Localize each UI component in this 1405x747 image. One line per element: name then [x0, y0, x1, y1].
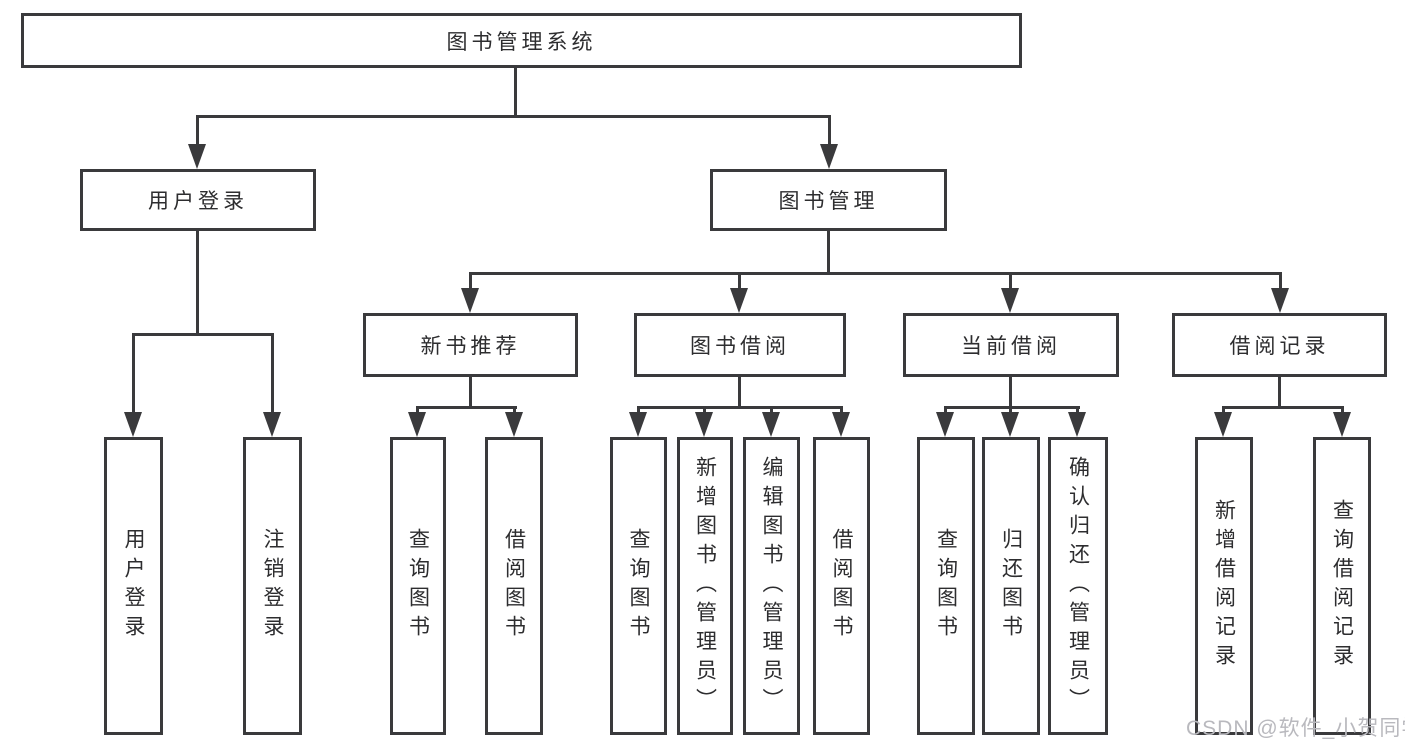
leaf-label: 查询图书: [406, 528, 430, 644]
edge-borrow-records-stem: [1278, 377, 1281, 409]
leaf-label: 用户登录: [122, 528, 145, 644]
edge-to-leaf-logout: [271, 333, 274, 415]
edge-to-br-query: [1341, 406, 1344, 416]
leaf-label: 借阅图书: [830, 528, 853, 644]
arrow-down-icon: [730, 288, 748, 313]
node-label: 图书借阅: [690, 335, 790, 358]
arrow-down-icon: [408, 412, 426, 437]
arrow-down-icon: [461, 288, 479, 313]
leaf-bb-query-books: 查询图书: [610, 437, 667, 735]
node-book-borrow: 图书借阅: [634, 313, 846, 377]
leaf-nb-query-books: 查询图书: [390, 437, 446, 735]
node-label: 新书推荐: [420, 335, 521, 358]
edge-borrow-records-bus: [1222, 406, 1344, 409]
arrow-down-icon: [1001, 288, 1019, 313]
leaf-label: 注销登录: [261, 528, 284, 644]
node-label: 借阅记录: [1229, 335, 1330, 358]
arrow-down-icon: [762, 412, 780, 437]
node-label: 用户登录: [148, 190, 248, 213]
leaf-label: 归还图书: [999, 528, 1023, 644]
arrow-down-icon: [1271, 288, 1289, 313]
edge-to-bb-add: [703, 406, 706, 416]
arrow-down-icon: [124, 412, 142, 437]
edge-book-borrow-bus: [637, 406, 843, 409]
leaf-br-query-record: 查询借阅记录: [1313, 437, 1371, 735]
node-borrow-records: 借阅记录: [1172, 313, 1387, 377]
edge-current-borrow-bus: [944, 406, 1080, 409]
leaf-label: 查询图书: [627, 528, 650, 644]
edge-user-login-stem: [196, 231, 199, 336]
edge-to-bb-borrow: [840, 406, 843, 416]
edge-to-cb-query: [944, 406, 947, 416]
node-book-management-branch: 图书管理: [710, 169, 947, 231]
edge-to-cb-confirm: [1076, 406, 1079, 416]
edge-to-leaf-user-login: [132, 333, 135, 415]
edge-to-book-borrow: [738, 272, 741, 292]
arrow-down-icon: [832, 412, 850, 437]
arrow-down-icon: [695, 412, 713, 437]
edge-to-book-management: [828, 115, 831, 148]
leaf-cb-return-books: 归还图书: [982, 437, 1040, 735]
arrow-down-icon: [820, 144, 838, 169]
edge-to-user-login: [196, 115, 199, 148]
leaf-user-login: 用户登录: [104, 437, 163, 735]
leaf-label: 确认归还（管理员）: [1066, 455, 1090, 717]
edge-book-borrow-stem: [738, 377, 741, 409]
leaf-label: 新增图书（管理员）: [693, 455, 717, 717]
leaf-logout-login: 注销登录: [243, 437, 302, 735]
edge-to-new-book-recommend: [469, 272, 472, 292]
node-user-login-branch: 用户登录: [80, 169, 316, 231]
edge-to-bb-edit: [770, 406, 773, 416]
edge-to-cb-return: [1009, 406, 1012, 416]
edge-current-borrow-stem: [1009, 377, 1012, 409]
edge-to-nb-query: [416, 406, 419, 416]
leaf-bb-add-books-admin: 新增图书（管理员）: [677, 437, 733, 735]
arrow-down-icon: [188, 144, 206, 169]
arrow-down-icon: [629, 412, 647, 437]
node-library-management-system: 图书管理系统: [21, 13, 1022, 68]
arrow-down-icon: [936, 412, 954, 437]
edge-user-login-bus: [132, 333, 273, 336]
arrow-down-icon: [1068, 412, 1086, 437]
leaf-bb-borrow-books: 借阅图书: [813, 437, 870, 735]
node-label: 当前借阅: [961, 335, 1061, 358]
arrow-down-icon: [263, 412, 281, 437]
edge-to-bb-query: [637, 406, 640, 416]
edge-book-management-stem: [827, 231, 830, 275]
leaf-label: 查询借阅记录: [1330, 499, 1354, 673]
node-new-book-recommend: 新书推荐: [363, 313, 578, 377]
arrow-down-icon: [1333, 412, 1351, 437]
leaf-cb-confirm-return-admin: 确认归还（管理员）: [1048, 437, 1108, 735]
leaf-label: 借阅图书: [502, 528, 526, 644]
edge-book-management-bus: [469, 272, 1281, 275]
edge-to-nb-borrow: [513, 406, 516, 416]
edge-new-book-bus: [416, 406, 517, 409]
edge-to-borrow-records: [1279, 272, 1282, 292]
leaf-cb-query-books: 查询图书: [917, 437, 975, 735]
leaf-label: 查询图书: [934, 528, 958, 644]
node-label: 图书管理: [778, 190, 879, 213]
leaf-nb-borrow-books: 借阅图书: [485, 437, 543, 735]
arrow-down-icon: [505, 412, 523, 437]
leaf-br-add-record: 新增借阅记录: [1195, 437, 1253, 735]
arrow-down-icon: [1001, 412, 1019, 437]
leaf-bb-edit-books-admin: 编辑图书（管理员）: [743, 437, 800, 735]
edge-root-bus: [196, 115, 831, 118]
leaf-label: 编辑图书（管理员）: [760, 455, 783, 717]
node-current-borrow: 当前借阅: [903, 313, 1119, 377]
edge-root-stem: [514, 68, 517, 117]
node-label: 图书管理系统: [446, 30, 597, 54]
edge-new-book-stem: [469, 377, 472, 409]
edge-to-current-borrow: [1009, 272, 1012, 292]
leaf-label: 新增借阅记录: [1212, 499, 1236, 673]
edge-to-br-add: [1222, 406, 1225, 416]
arrow-down-icon: [1214, 412, 1232, 437]
